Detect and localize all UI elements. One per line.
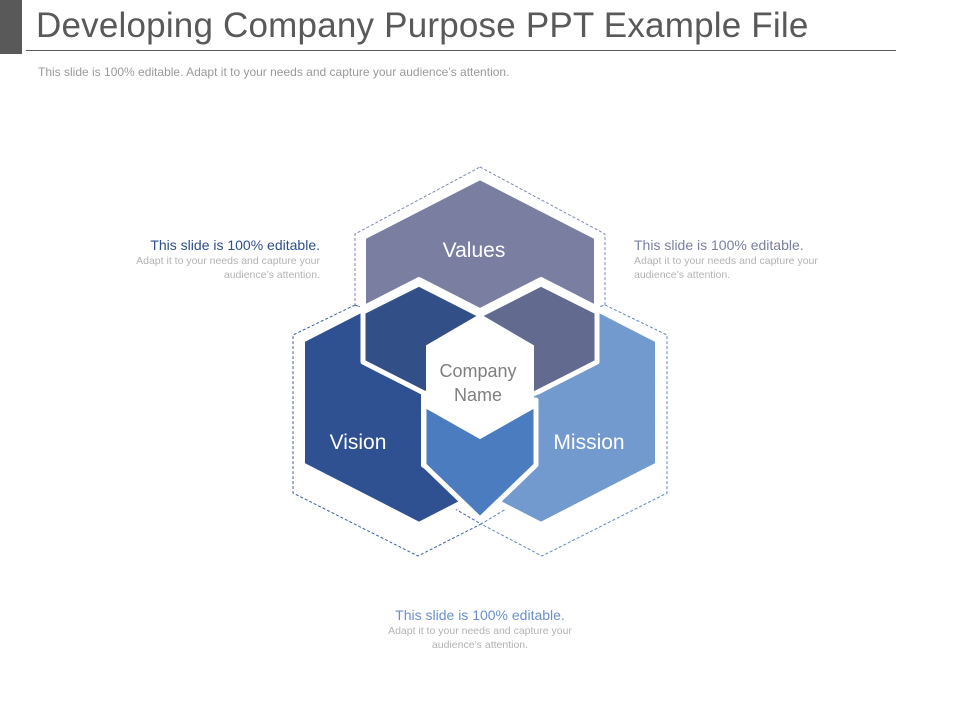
title-underline	[26, 50, 896, 51]
bottom-callout: This slide is 100% editable. Adapt it to…	[370, 607, 590, 652]
title-accent-bar	[0, 0, 22, 54]
values-label: Values	[443, 239, 506, 262]
mission-hex-outline	[479, 304, 668, 557]
mission-label: Mission	[553, 431, 624, 454]
company-name-line2: Name	[454, 385, 502, 405]
right-callout: This slide is 100% editable. Adapt it to…	[634, 237, 854, 282]
page-subtitle: This slide is 100% editable. Adapt it to…	[38, 65, 510, 79]
vision-hex-outline	[292, 304, 483, 557]
left-callout-heading: This slide is 100% editable.	[150, 237, 320, 253]
values-hex-outline	[354, 166, 606, 328]
page-title: Developing Company Purpose PPT Example F…	[36, 6, 809, 45]
company-center-hexagon	[426, 313, 534, 440]
right-callout-body: Adapt it to your needs and capture your …	[634, 255, 818, 281]
vision-label: Vision	[330, 431, 387, 454]
left-callout-body: Adapt it to your needs and capture your …	[136, 255, 320, 281]
bottom-callout-body: Adapt it to your needs and capture your …	[388, 625, 572, 651]
company-name-line1: Company	[439, 361, 516, 381]
right-callout-heading: This slide is 100% editable.	[634, 237, 804, 253]
bottom-callout-heading: This slide is 100% editable.	[395, 607, 565, 623]
left-callout: This slide is 100% editable. Adapt it to…	[100, 237, 320, 282]
